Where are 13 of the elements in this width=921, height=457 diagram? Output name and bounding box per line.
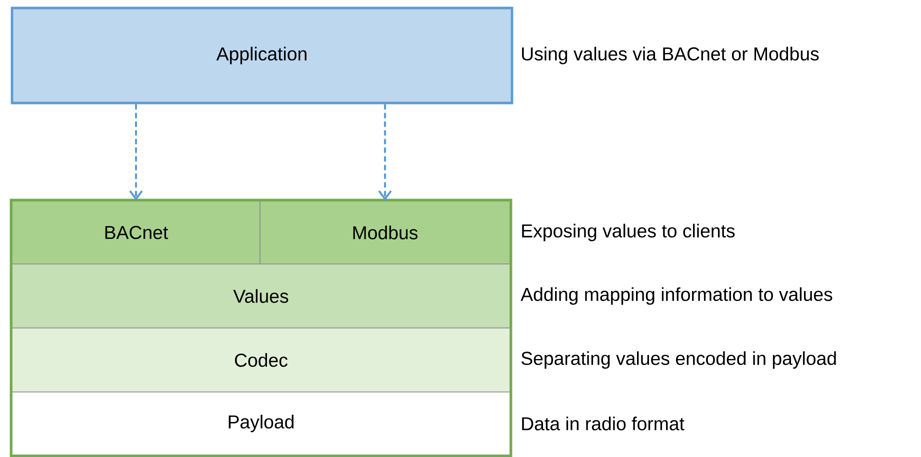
side-note: Using values via BACnet or Modbus [522, 46, 819, 64]
layer-band: Codec [12, 328, 510, 392]
layer-cell: Modbus [260, 200, 510, 264]
layer-band: Values [12, 264, 510, 328]
layer-band: Payload [12, 392, 510, 456]
arrow [129, 104, 143, 201]
side-note: Exposing values to clients [522, 224, 735, 242]
side-note: Adding mapping information to values [520, 287, 832, 305]
arrow [378, 104, 392, 201]
layer-cell: BACnet [12, 200, 260, 264]
side-note: Separating values encoded in payload [521, 351, 836, 369]
side-note: Data in radio format [522, 416, 684, 430]
layer-box: Application [10, 6, 514, 104]
